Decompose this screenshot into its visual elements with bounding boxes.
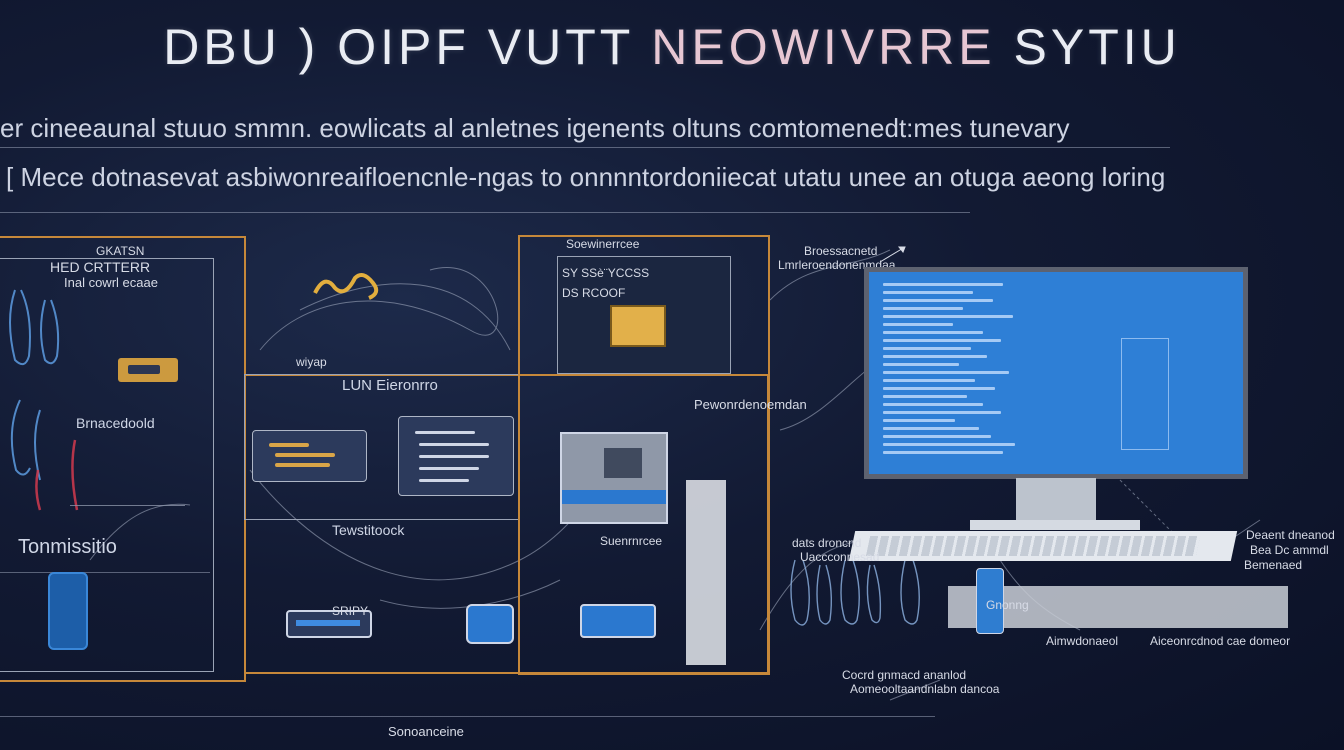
modem-icon-2 — [580, 604, 656, 638]
title-part-2: NEOWIVRRE — [651, 19, 996, 75]
left-panel-rule — [70, 505, 185, 506]
computer-bottom-label-a: Aimwdonaeol — [1046, 634, 1119, 648]
computer-top-label: Broessacnetd — [804, 244, 878, 258]
divider-1 — [0, 147, 1170, 148]
desk-surface — [948, 586, 1288, 628]
left-panel-label-bottom: Tonmissitio — [18, 536, 117, 558]
lun-label: LUN Eieronrro — [342, 377, 438, 394]
computer-left-label-1: dats droncnd — [792, 536, 862, 550]
page-title: DBU ) OIPF VUTT NEOWIVRRE SYTIU — [0, 18, 1344, 76]
window-line-1: SY SSè¨YCCSS — [562, 266, 650, 280]
tower-panel — [686, 480, 726, 665]
window-line-2: DS RCOOF — [562, 286, 626, 300]
computer-right-label-1: Deaent dneanod — [1246, 528, 1335, 542]
bottle-icon — [976, 568, 1004, 634]
device-card — [560, 432, 668, 524]
wing-label: wiyap — [296, 355, 327, 369]
left-panel-card-icon — [118, 358, 178, 382]
computer-footer-2: Aomeooltaandnlabn dancoa — [850, 682, 1000, 696]
left-panel-label-mid: Brnacedoold — [76, 415, 155, 431]
center-right-frame — [518, 235, 770, 675]
monitor-base — [970, 520, 1140, 530]
center-right-label: Pewonrdenoemdan — [694, 397, 807, 412]
subtitle-line-1: er cineeaunal stuuo smmn. eowlicats al a… — [0, 113, 1070, 143]
modem-icon-1 — [466, 604, 514, 644]
tech-label: Tewstitoock — [332, 522, 405, 538]
footer-label: Sonoanceine — [388, 724, 464, 739]
bottom-label: Suenrnrcee — [600, 534, 663, 548]
right-ui-card — [398, 416, 514, 496]
router-icon — [286, 610, 372, 638]
divider-2 — [0, 212, 970, 213]
monitor-screen — [864, 267, 1248, 479]
note-card-icon — [610, 305, 666, 347]
left-panel-rule-2 — [0, 572, 210, 573]
computer-right-label-2: Bea Dc ammdl — [1250, 543, 1329, 557]
left-ui-card — [252, 430, 367, 482]
subtitle-line-2: [ Mece dotnasevat asbiwonreaifloencnle-n… — [6, 162, 1166, 192]
window-title: Soewinerrcee — [566, 237, 640, 251]
computer-left-label-2: Uaccconnesad — [800, 550, 880, 564]
left-panel-header-1: GKATSN — [96, 244, 145, 258]
computer-bottom-label-b: Aiceonrcdnod cae domeor — [1150, 634, 1291, 648]
computer-right-label-3: Bemenaed — [1244, 558, 1303, 572]
device-label: SRIPY — [332, 604, 369, 618]
computer-mid-label: Gnonng — [986, 598, 1029, 612]
monitor-stand — [1016, 478, 1096, 528]
computer-footer-1: Cocrd gnmacd ananlod — [842, 668, 967, 682]
title-part-1: DBU ) OIPF VUTT — [163, 19, 652, 75]
footer-divider — [0, 716, 935, 717]
left-panel-inner — [0, 258, 214, 672]
gold-sketch-icon — [310, 268, 390, 308]
phone-icon — [48, 572, 88, 650]
title-part-3: SYTIU — [995, 19, 1181, 75]
left-panel-header-3: Inal cowrl ecaae — [64, 275, 158, 290]
keyboard — [848, 531, 1238, 561]
left-panel-header-2: HED CRTTERR — [50, 259, 151, 275]
